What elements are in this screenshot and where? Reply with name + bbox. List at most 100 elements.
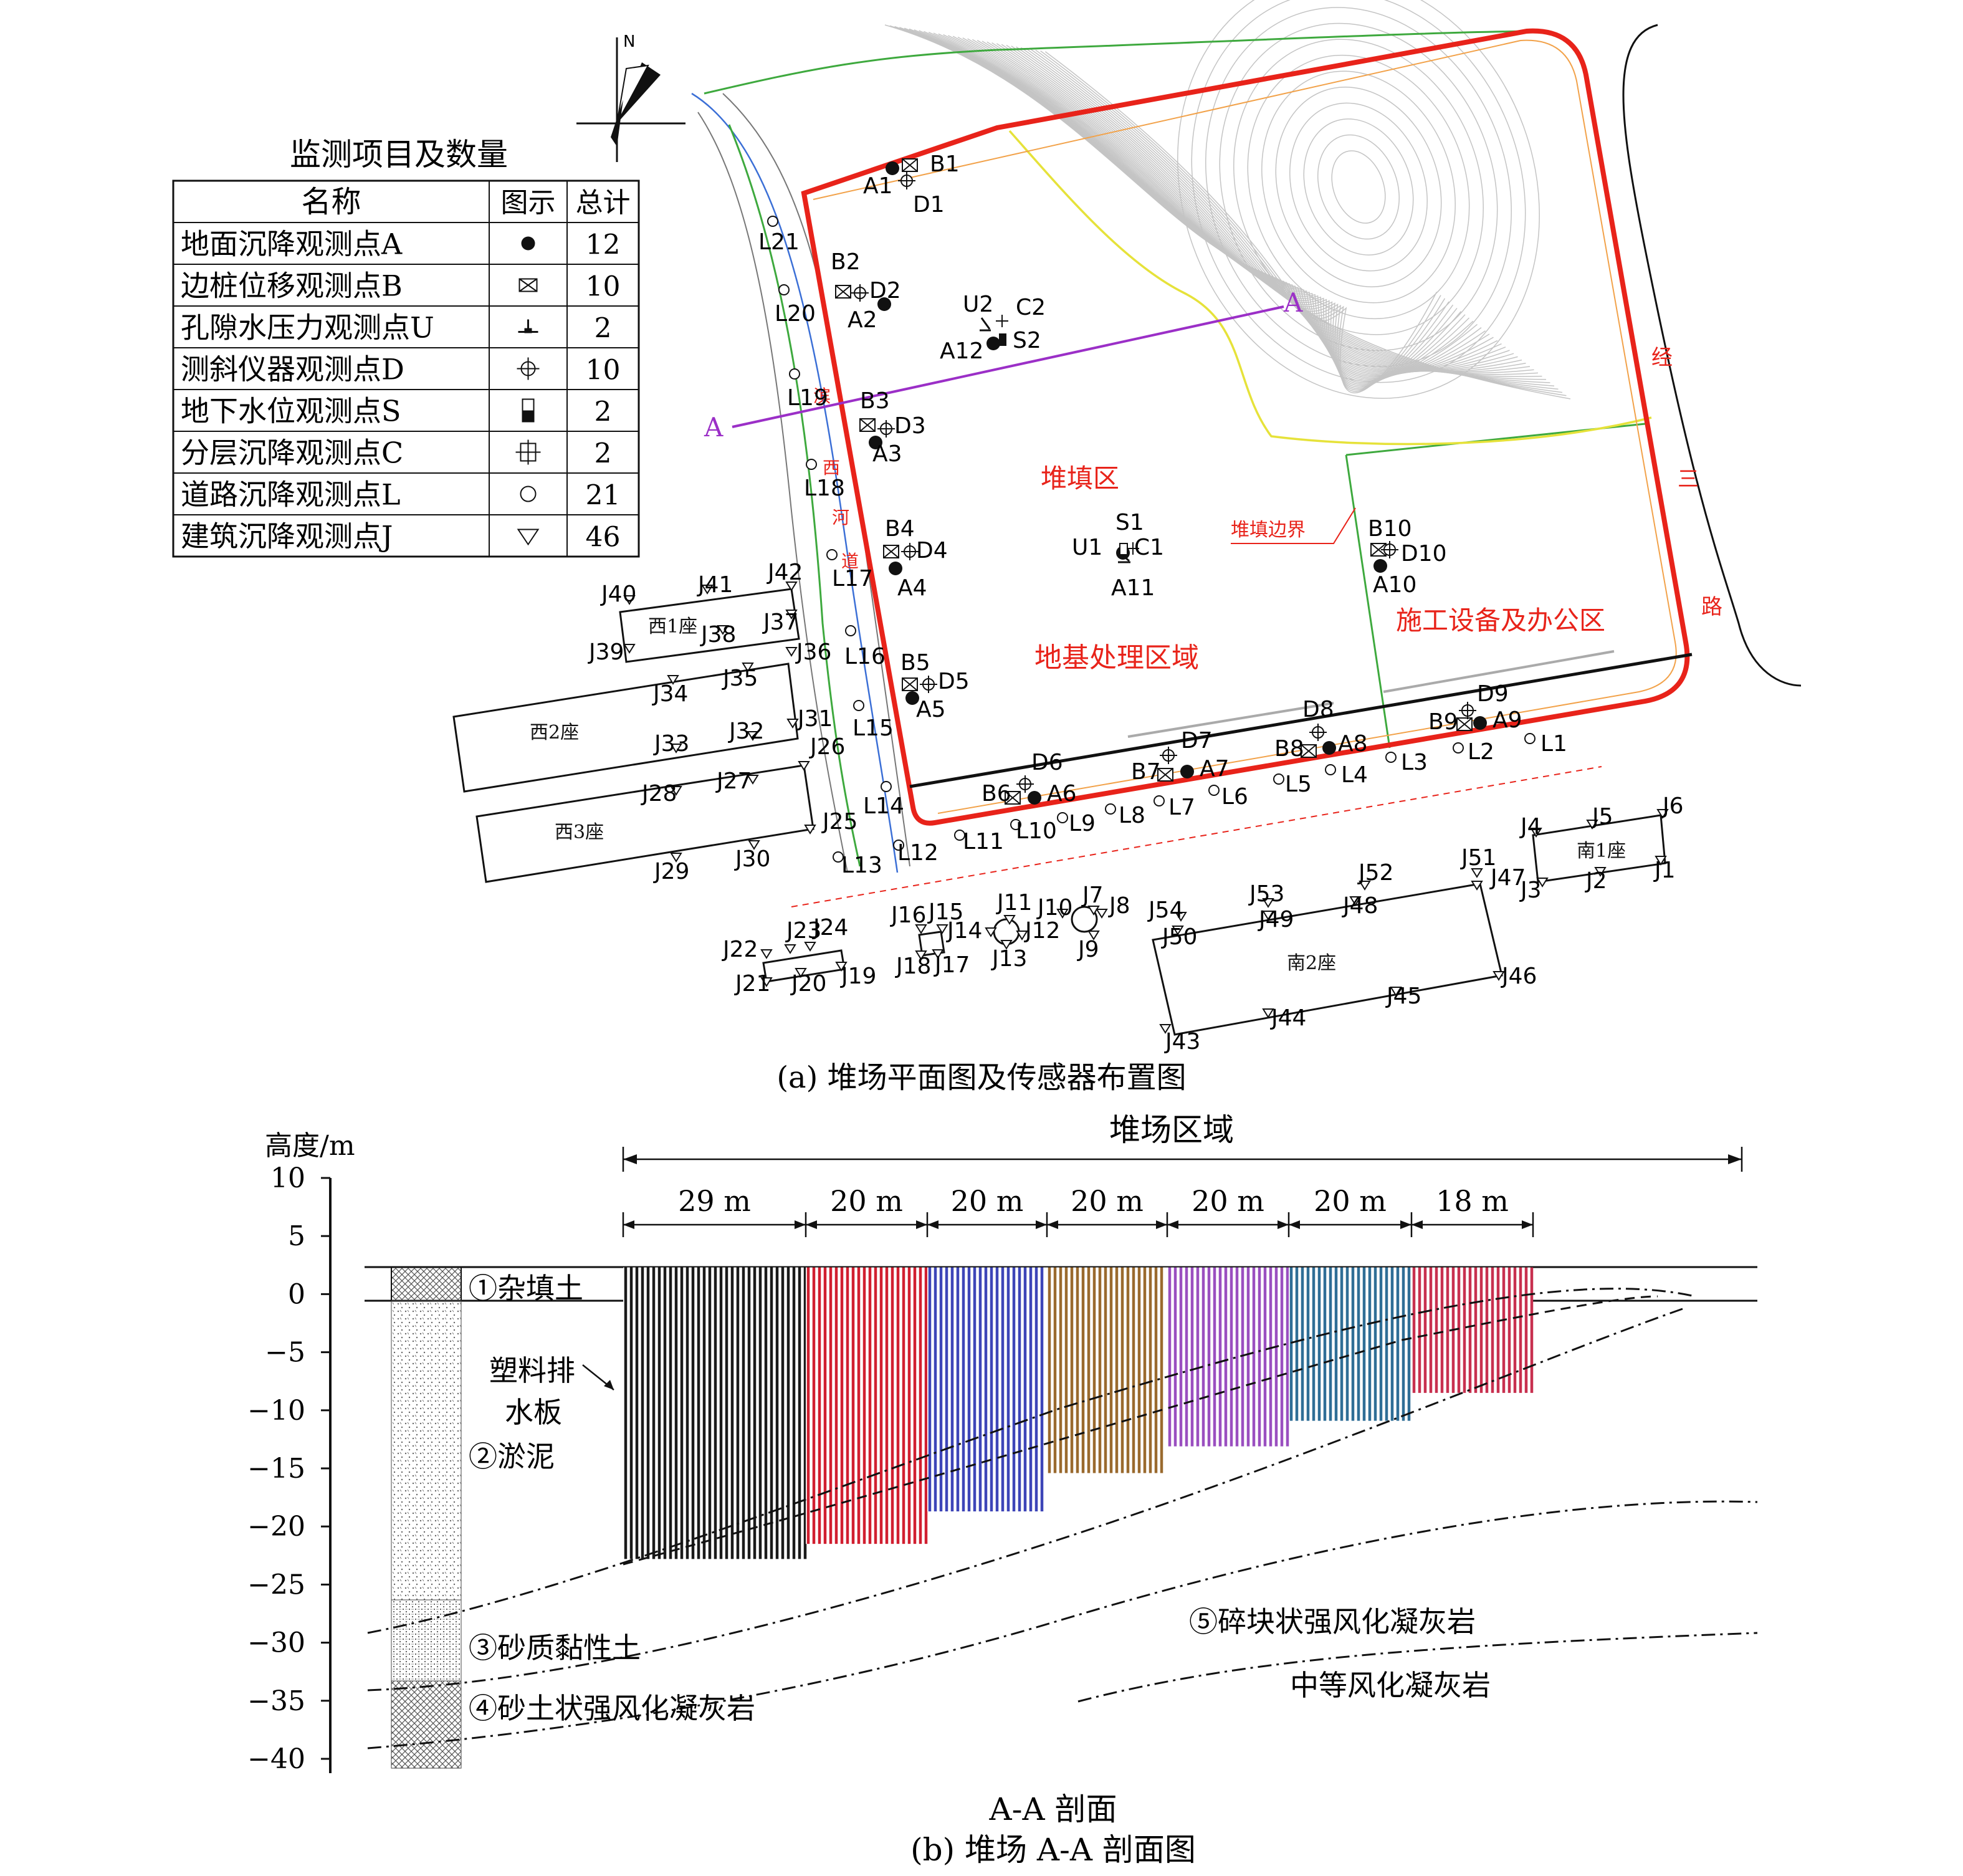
- north-label: N: [623, 32, 635, 51]
- road-point-icon: [1453, 742, 1464, 754]
- point-label: L20: [775, 301, 816, 327]
- fill-boundary-line: [1008, 130, 1652, 446]
- east-road-curve: [1622, 24, 1802, 687]
- north-arrow-icon: N: [576, 32, 685, 162]
- point-label: J6: [1661, 793, 1684, 819]
- point-label: C1: [1134, 535, 1164, 560]
- settlement-point-icon: [889, 562, 902, 575]
- treatment-south-line: [909, 653, 1693, 788]
- road-point-icon: [806, 459, 817, 470]
- legend-circle-icon: [520, 486, 537, 502]
- building-point-icon: [760, 977, 773, 987]
- layer-4-label: ④砂土状强风化凝灰岩: [469, 1692, 755, 1725]
- contour-line: [967, 38, 1502, 374]
- settlement-point-icon: [886, 161, 899, 175]
- legend-row-count: 2: [595, 396, 612, 428]
- building-point-icon: [932, 949, 944, 959]
- plan-caption: (a) 堆场平面图及传感器布置图: [776, 1060, 1186, 1095]
- point-label: J47: [1489, 865, 1526, 891]
- drain-bar-1: [623, 1267, 807, 1559]
- point-label: J1: [1653, 858, 1676, 883]
- displacement-point-icon: [1301, 744, 1317, 758]
- point-label: L10: [1016, 818, 1057, 844]
- point-label: L15: [853, 715, 894, 741]
- road-point-icon: [853, 700, 864, 711]
- y-tick-label: 5: [288, 1220, 305, 1252]
- gray-berm-2: [1383, 650, 1615, 693]
- building-point-icon: [786, 719, 799, 729]
- building-label: 西2座: [530, 722, 579, 744]
- point-label: C2: [1016, 295, 1046, 320]
- point-label: B4: [885, 516, 915, 542]
- drain-bar-5: [1167, 1267, 1289, 1447]
- contour-line: [1035, 49, 1446, 391]
- building-point-icon: [670, 853, 682, 863]
- drain-bar-2: [806, 1267, 928, 1544]
- building-point-icon: [1087, 906, 1100, 916]
- point-label: L9: [1069, 811, 1096, 836]
- legend-row-name: 孔隙水压力观测点U: [181, 311, 434, 345]
- inclinometer-icon: [1459, 702, 1476, 719]
- point-label: J42: [767, 560, 803, 585]
- building-point-icon: [623, 644, 636, 654]
- building-point-icon: [670, 744, 682, 754]
- building-outline: [1532, 814, 1666, 883]
- settlement-point-icon: [986, 337, 1000, 350]
- building-point-icon: [1655, 856, 1667, 866]
- point-label: J35: [722, 666, 758, 691]
- building-point-icon: [804, 942, 816, 952]
- building-point-icon: [785, 647, 798, 657]
- point-label: A7: [1200, 756, 1230, 782]
- point-label: A11: [1111, 575, 1155, 601]
- point-label: J32: [728, 719, 764, 744]
- point-label: J26: [809, 734, 845, 760]
- zone-fill-label: 堆填区: [1041, 463, 1119, 494]
- contour-line: [904, 27, 1555, 386]
- point-label: A5: [916, 697, 946, 722]
- displacement-point-icon: [883, 545, 899, 558]
- road-point-icon: [778, 284, 790, 295]
- y-tick-label: −5: [265, 1337, 305, 1369]
- point-label: J8: [1108, 893, 1130, 919]
- road-east-char: 经: [1651, 345, 1673, 370]
- legend-row-count: 2: [595, 438, 612, 470]
- point-label: D10: [1401, 541, 1447, 567]
- site-plan: A A N 堆填区 地基处理区域 施工设备及办公区 堆填边界 经三路 滨西河道 …: [172, 0, 1802, 1095]
- point-label: A8: [1338, 731, 1368, 757]
- legend-row-name: 边桩位移观测点B: [181, 269, 403, 303]
- point-label: L6: [1221, 784, 1248, 810]
- road-point-icon: [1153, 795, 1165, 806]
- building-point-icon: [785, 581, 798, 591]
- y-tick-label: −15: [247, 1453, 305, 1485]
- borehole-clay-layer: [391, 1599, 462, 1682]
- point-label: B2: [831, 249, 861, 275]
- green-office-divider: [1345, 454, 1391, 749]
- point-label: A1: [863, 173, 893, 199]
- legend-row-name: 道路沉降观测点L: [181, 478, 401, 512]
- building-point-icon: [1349, 896, 1362, 906]
- point-label: L13: [841, 853, 882, 878]
- building-point-icon: [1003, 915, 1016, 925]
- point-label: J38: [700, 622, 736, 648]
- point-label: J50: [1161, 924, 1197, 950]
- legend-header-total: 总计: [576, 187, 631, 219]
- point-label: J29: [653, 859, 689, 884]
- drain-bar-6: [1289, 1267, 1411, 1421]
- road-point-icon: [954, 830, 965, 841]
- layer-5-label: ⑤碎块状强风化凝灰岩: [1189, 1605, 1476, 1639]
- point-label: J34: [652, 681, 688, 707]
- point-label: J3: [1519, 878, 1542, 903]
- building-point-icon: [936, 924, 948, 934]
- layer-3-label: ③砂质黏性土: [469, 1631, 641, 1665]
- section-ylabel: 高度/m: [265, 1130, 355, 1162]
- building-label: 西1座: [648, 616, 697, 638]
- road-point-icon: [1010, 819, 1021, 830]
- water-level-icon: [1119, 543, 1128, 555]
- building-point-icon: [1096, 909, 1108, 919]
- river-line: [691, 92, 899, 873]
- point-label: L17: [832, 566, 873, 591]
- contour-line: [1001, 44, 1474, 381]
- legend-row-name: 地下水位观测点S: [181, 395, 401, 428]
